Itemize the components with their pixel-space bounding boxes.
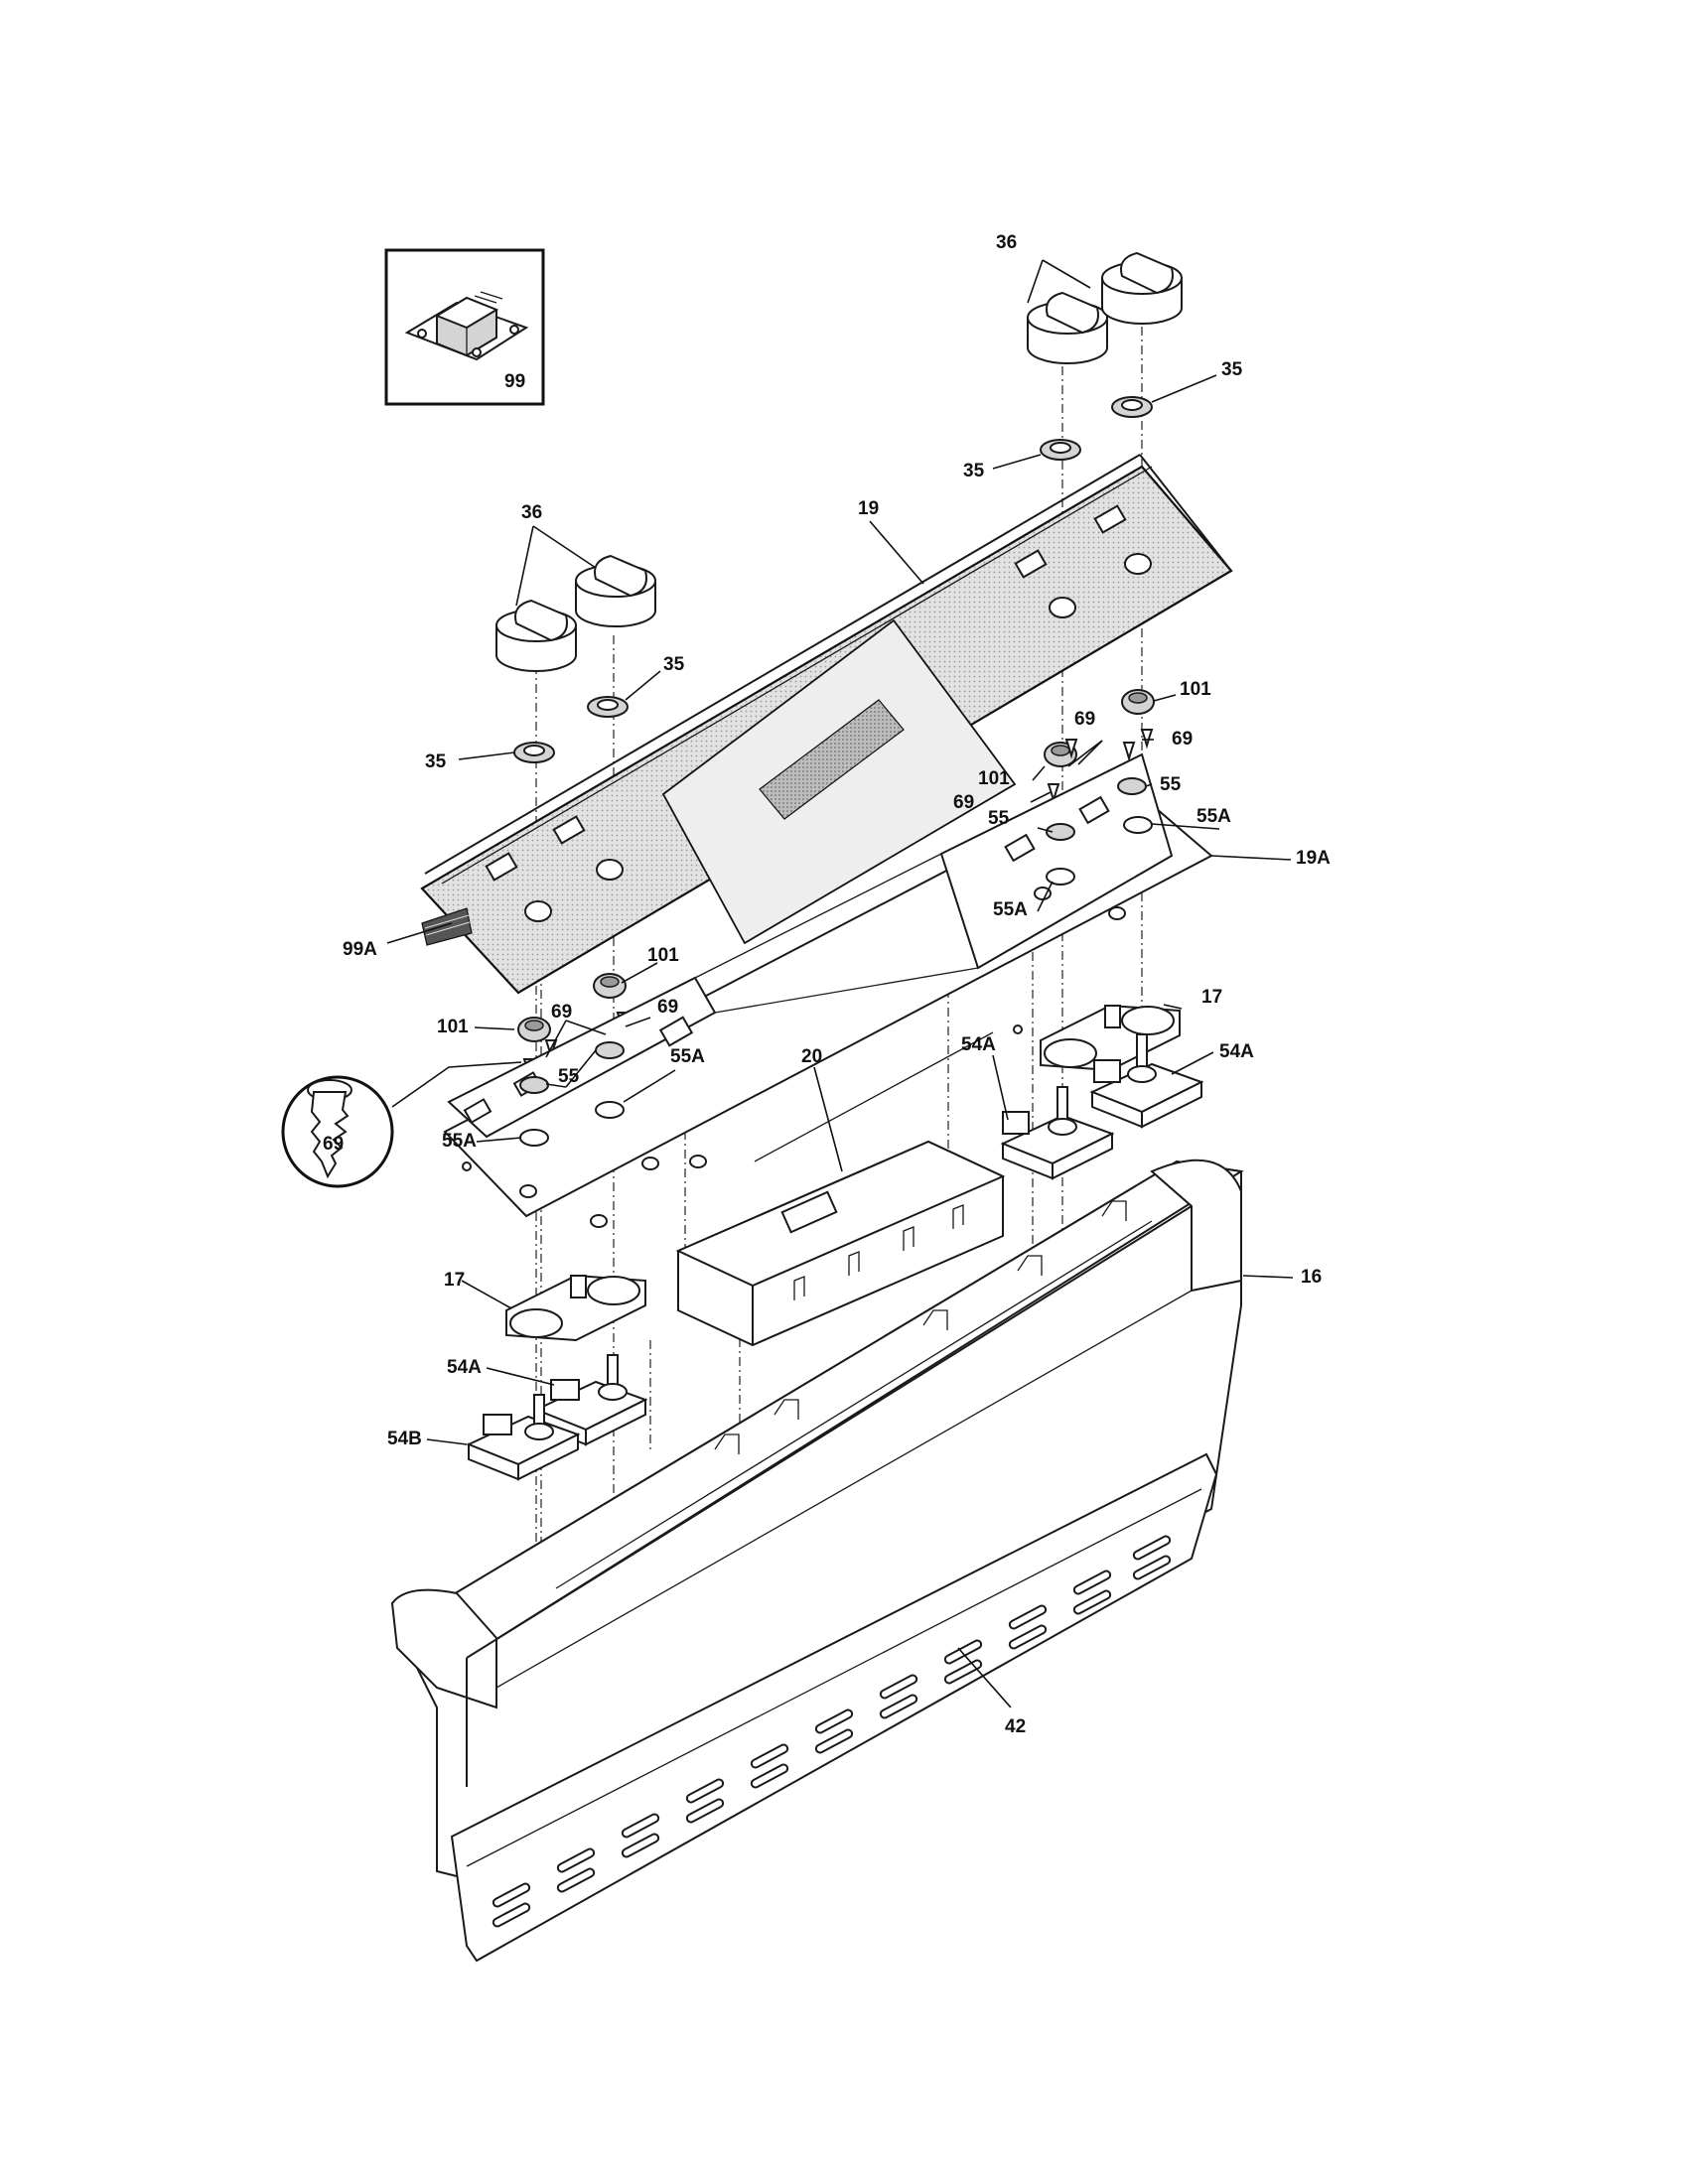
label-69-left-b: 69 bbox=[657, 997, 678, 1018]
label-101-left-a: 101 bbox=[437, 1017, 469, 1037]
label-55-left: 55 bbox=[558, 1066, 580, 1087]
label-101-left-b: 101 bbox=[647, 945, 679, 966]
label-35-right-a: 35 bbox=[963, 461, 985, 481]
label-19A: 19A bbox=[1296, 848, 1331, 869]
insulator-17-left bbox=[505, 1274, 646, 1342]
label-16: 16 bbox=[1301, 1267, 1322, 1288]
knob-36-right-a bbox=[1027, 291, 1108, 364]
screw-69-magnified bbox=[281, 1061, 522, 1188]
switch-54A-left bbox=[533, 1354, 648, 1446]
label-36-left: 36 bbox=[521, 502, 542, 523]
switch-54A-right-b bbox=[1089, 1033, 1204, 1129]
backguard-16 bbox=[390, 1159, 1244, 1888]
label-69-left-a: 69 bbox=[551, 1002, 572, 1023]
knob-36-left-a bbox=[495, 599, 577, 672]
label-54A-left: 54A bbox=[447, 1357, 482, 1378]
switch-54B-left bbox=[466, 1394, 581, 1481]
label-35-left-b: 35 bbox=[663, 654, 685, 675]
label-69-magnified: 69 bbox=[323, 1134, 344, 1155]
vent-slots bbox=[492, 1535, 1172, 1928]
bezel-35-group bbox=[513, 396, 1153, 763]
label-55A-left-a: 55A bbox=[442, 1131, 477, 1152]
label-35-left-a: 35 bbox=[425, 751, 447, 772]
switch-54A-right-a bbox=[1000, 1086, 1115, 1180]
spacer-101-group bbox=[517, 689, 1155, 1042]
label-55A-right-b: 55A bbox=[1196, 806, 1231, 827]
relay-board-icon bbox=[404, 291, 529, 361]
label-55-right-a: 55 bbox=[988, 808, 1010, 829]
label-54A-right-b: 54A bbox=[1219, 1041, 1254, 1062]
label-101-right-b: 101 bbox=[1180, 679, 1211, 700]
inset-box-99 bbox=[384, 248, 545, 406]
knob-36-right-b bbox=[1101, 251, 1183, 325]
label-19: 19 bbox=[858, 498, 879, 519]
label-99A: 99A bbox=[343, 939, 377, 960]
electronic-control-20 bbox=[675, 1140, 1006, 1347]
label-17-left: 17 bbox=[444, 1270, 465, 1291]
label-69-right-b: 69 bbox=[1074, 709, 1095, 730]
label-69-right-c: 69 bbox=[1172, 729, 1193, 750]
part-labels: 99 36 35 35 36 19 35 35 101 69 69 101 55… bbox=[323, 232, 1331, 1737]
label-54B: 54B bbox=[387, 1429, 422, 1449]
label-99: 99 bbox=[504, 371, 525, 392]
leader-lines bbox=[386, 259, 1294, 1708]
seal-55-group bbox=[519, 777, 1153, 1147]
label-36-right: 36 bbox=[996, 232, 1017, 253]
vent-trim-42 bbox=[450, 1452, 1218, 1963]
label-17-right: 17 bbox=[1201, 987, 1222, 1008]
control-panel-19 bbox=[420, 454, 1233, 995]
label-55A-right-a: 55A bbox=[993, 899, 1028, 920]
label-42: 42 bbox=[1005, 1716, 1026, 1737]
label-69-right-a: 69 bbox=[953, 792, 974, 813]
knob-36-left-b bbox=[575, 554, 656, 627]
label-54A-right-a: 54A bbox=[961, 1034, 996, 1055]
ribbon-cable-99A bbox=[421, 907, 473, 946]
label-55A-left-b: 55A bbox=[670, 1046, 705, 1067]
label-20: 20 bbox=[801, 1046, 822, 1067]
label-55-right-b: 55 bbox=[1160, 774, 1182, 795]
insulator-17-right bbox=[1040, 1004, 1181, 1072]
label-101-right-a: 101 bbox=[978, 768, 1010, 789]
label-35-right-b: 35 bbox=[1221, 359, 1243, 380]
